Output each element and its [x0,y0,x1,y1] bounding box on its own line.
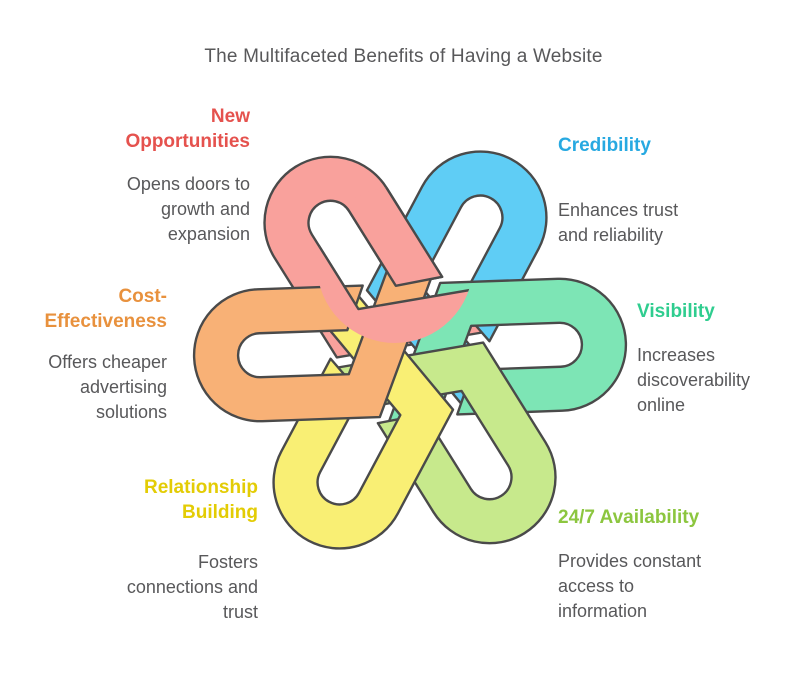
benefit-relationship-building: Relationship Building Fosters connection… [0,475,258,625]
benefit-visibility: Visibility Increases discoverability onl… [637,299,807,418]
benefit-cost-effectiveness: Cost- Effectiveness Offers cheaper adver… [0,284,167,425]
benefit-heading: New Opportunities [125,106,250,152]
benefit-heading: Relationship Building [143,477,258,523]
benefit-description: Increases discoverability online [637,345,751,415]
benefit-description: Offers cheaper advertising solutions [48,352,167,422]
benefit-description: Fosters connections and trust [126,552,258,622]
benefit-description: Provides constant access to information [558,551,702,621]
benefit-description: Enhances trust and reliability [558,200,679,245]
benefit-new-opportunities: New Opportunities Opens doors to growth … [0,104,250,247]
benefit-description: Opens doors to growth and expansion [126,174,250,244]
benefit-heading: Visibility [637,301,715,322]
benefit-heading: Cost- Effectiveness [44,286,167,332]
benefit-heading: 24/7 Availability [558,507,700,528]
benefit-availability-24-7: 24/7 Availability Provides constant acce… [558,505,798,624]
benefit-credibility: Credibility Enhances trust and reliabili… [558,133,783,248]
page-title: The Multifaceted Benefits of Having a We… [204,46,603,67]
benefit-heading: Credibility [558,135,651,156]
